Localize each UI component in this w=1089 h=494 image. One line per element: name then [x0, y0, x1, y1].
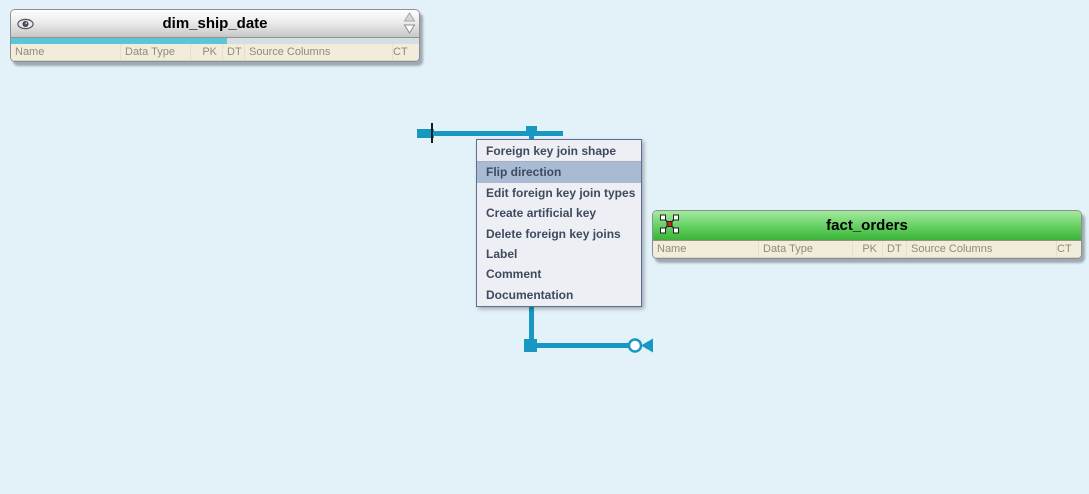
menu-item-foreign-key-join-shape[interactable]: Foreign key join shape — [477, 141, 641, 163]
column-header-ct: CT — [393, 46, 408, 58]
menu-item-delete-foreign-key-joins[interactable]: Delete foreign key joins — [486, 226, 621, 241]
column-header-pk: PK — [191, 44, 223, 60]
column-header-ct: CT — [1057, 243, 1072, 255]
column-header-dt: DT — [883, 241, 907, 257]
join-anchor-tick — [431, 123, 433, 143]
eye-icon[interactable] — [17, 18, 34, 29]
table-title: dim_ship_date — [162, 15, 268, 32]
scroll-arrows — [403, 11, 416, 36]
table-title: fact_orders — [826, 217, 908, 234]
menu-item-edit-foreign-key-join-types[interactable]: Edit foreign key join types — [486, 185, 636, 200]
table-header-dim-ship-date[interactable]: dim_ship_date — [11, 10, 419, 38]
load-progress-bar — [11, 38, 419, 44]
menu-item-flip-direction[interactable]: Flip direction — [477, 162, 641, 183]
connector-circle-end[interactable] — [627, 338, 643, 353]
column-header-data-type: Data Type — [759, 241, 853, 257]
menu-item-create-artificial-key[interactable]: Create artificial key — [486, 206, 597, 221]
connector-handle-top[interactable] — [526, 126, 537, 133]
column-header-data-type: Data Type — [121, 44, 191, 60]
scroll-down-icon — [403, 24, 416, 34]
column-header-pk: PK — [853, 241, 883, 257]
column-header-name: Name — [11, 44, 121, 60]
column-header-dt: DT — [223, 44, 245, 60]
column-header-source-columns: Source Columns — [907, 241, 1057, 257]
connector-line-top[interactable] — [418, 131, 563, 136]
table-header-fact-orders[interactable]: fact_orders — [653, 211, 1081, 241]
load-progress-fill — [11, 38, 228, 44]
connector-corner-handle[interactable] — [524, 339, 537, 352]
menu-item-label[interactable]: Label — [486, 246, 518, 261]
scroll-up-icon — [403, 12, 416, 22]
menu-item-comment[interactable]: Comment — [486, 267, 542, 282]
column-header-name: Name — [653, 241, 759, 257]
menu-item-documentation[interactable]: Documentation — [486, 287, 574, 302]
connector-line-bottom[interactable] — [531, 343, 631, 348]
star-schema-icon — [659, 214, 680, 235]
connector-arrowhead[interactable] — [641, 338, 653, 353]
column-header-source-columns: Source Columns — [245, 44, 393, 60]
